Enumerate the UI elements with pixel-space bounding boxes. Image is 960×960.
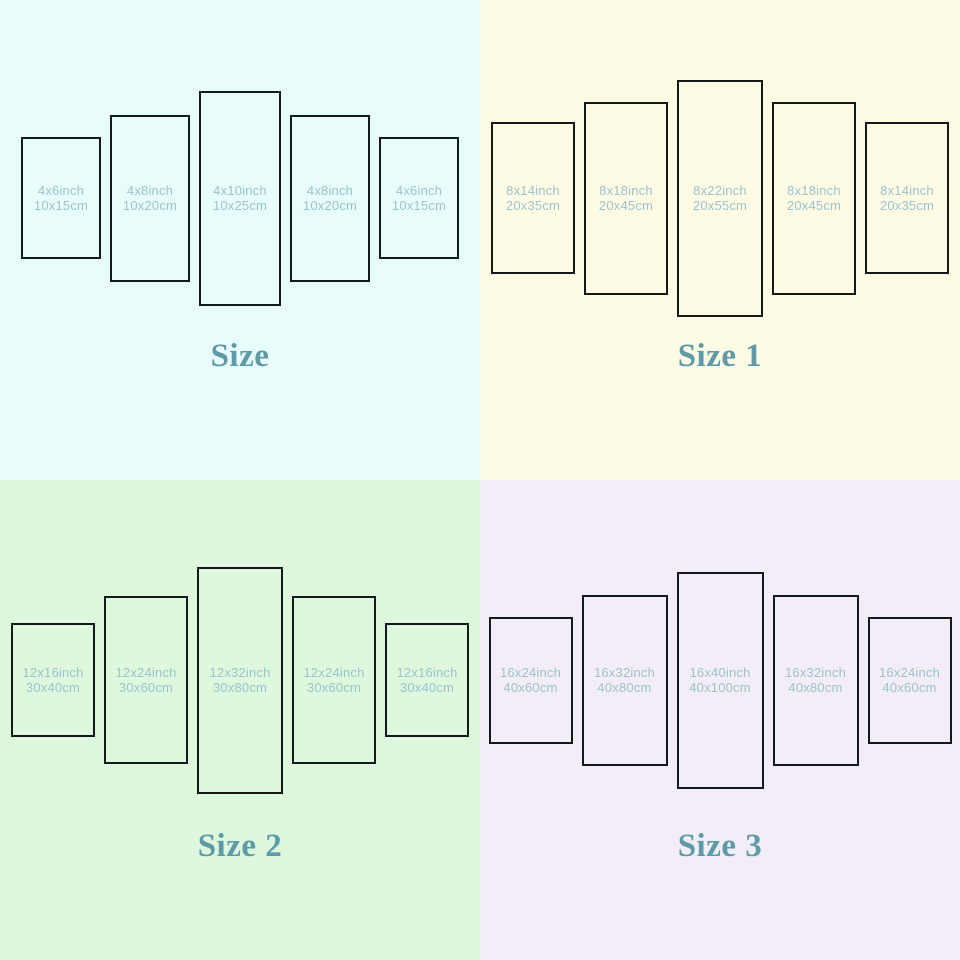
panel-size-cm: 40x80cm: [597, 680, 652, 695]
panel-size-inch: 8x18inch: [787, 182, 841, 198]
panel-size-cm: 20x35cm: [505, 198, 561, 213]
panel-size-cm: 30x60cm: [306, 680, 362, 695]
panel-size-inch: 8x14inch: [880, 182, 934, 198]
quad-title-size: Size: [210, 338, 270, 374]
panel-size-cm: 10x15cm: [391, 198, 447, 213]
panel-size-inch: 12x16inch: [22, 664, 84, 680]
quad-title-size-1: Size 1: [677, 338, 763, 374]
panel-size-cm: 40x80cm: [788, 680, 843, 695]
panel-size-inch: 16x32inch: [593, 664, 656, 680]
panel-size-inch: 12x16inch: [396, 664, 458, 680]
panel-size-inch: 8x18inch: [599, 182, 653, 198]
panel-size-inch: 8x22inch: [693, 182, 747, 198]
quad-title-size-2: Size 2: [197, 828, 283, 864]
panel-size-cm: 30x60cm: [118, 680, 174, 695]
panel-size-cm: 10x20cm: [122, 198, 178, 213]
panel-size-cm: 30x40cm: [399, 680, 455, 695]
panel-size-inch: 4x6inch: [37, 182, 85, 198]
panel-size-inch: 12x24inch: [115, 664, 177, 680]
quad-title-size-3: Size 3: [677, 828, 763, 864]
panel-size-cm: 40x100cm: [689, 680, 751, 695]
panel-size-inch: 16x24inch: [878, 664, 941, 680]
panel-size-inch: 4x8inch: [306, 182, 354, 198]
panel-size-inch: 4x6inch: [395, 182, 443, 198]
panel-size-cm: 30x40cm: [25, 680, 81, 695]
panel-size-inch: 12x24inch: [303, 664, 365, 680]
panel-size-inch: 16x24inch: [499, 664, 562, 680]
panel-size-inch: 16x40inch: [689, 664, 751, 680]
panel-size-cm: 30x80cm: [212, 680, 268, 695]
panel-size-cm: 40x60cm: [503, 680, 558, 695]
panel-size-cm: 40x60cm: [882, 680, 937, 695]
panel-size-cm: 20x45cm: [786, 198, 842, 213]
panel-size-inch: 4x8inch: [126, 182, 174, 198]
panel-size-inch: 16x32inch: [784, 664, 847, 680]
panel-size-inch: 8x14inch: [506, 182, 560, 198]
panel-size-cm: 10x15cm: [33, 198, 89, 213]
panel-size-cm: 20x45cm: [598, 198, 654, 213]
panel-size-cm: 10x20cm: [302, 198, 358, 213]
panel-size-inch: 12x32inch: [209, 664, 271, 680]
panel-size-inch: 4x10inch: [213, 182, 267, 198]
panel-size-cm: 20x55cm: [692, 198, 748, 213]
panel-size-cm: 10x25cm: [212, 198, 268, 213]
panel-size-cm: 20x35cm: [879, 198, 935, 213]
